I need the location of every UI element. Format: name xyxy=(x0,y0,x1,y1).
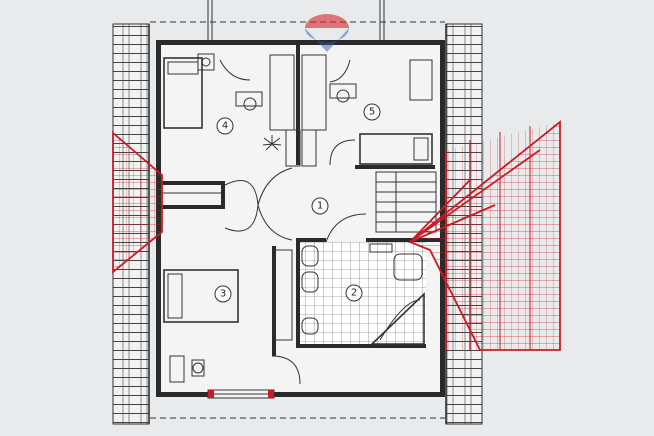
red-hatch-left xyxy=(112,131,163,274)
room-label-5: 5 xyxy=(363,103,381,121)
room-label-1: 1 xyxy=(311,197,329,215)
room-label-3: 3 xyxy=(214,285,232,303)
bottom-window xyxy=(207,389,275,399)
room-label-4: 4 xyxy=(216,117,234,135)
bathroom xyxy=(300,242,426,345)
remax-logo-watermark: RE/MAX xyxy=(305,14,349,52)
room-number-2: 2 xyxy=(351,288,357,299)
room-5-furniture xyxy=(329,83,433,165)
room-labels: 4 5 1 2 3 xyxy=(214,103,381,303)
room-4-furniture xyxy=(163,53,282,151)
red-hatch-right xyxy=(408,120,561,351)
wardrobes xyxy=(269,54,433,341)
room-3-furniture xyxy=(163,269,239,383)
eave-dashed-lines xyxy=(150,21,445,419)
door-swings xyxy=(219,59,367,385)
top-rails xyxy=(207,0,385,40)
room-number-4: 4 xyxy=(222,121,228,132)
stairs xyxy=(375,171,437,233)
room-number-1: 1 xyxy=(317,201,323,212)
room-number-5: 5 xyxy=(369,107,375,118)
room-number-3: 3 xyxy=(220,289,226,300)
room-label-2: 2 xyxy=(345,284,363,302)
remax-logo-text: RE/MAX xyxy=(312,18,343,26)
